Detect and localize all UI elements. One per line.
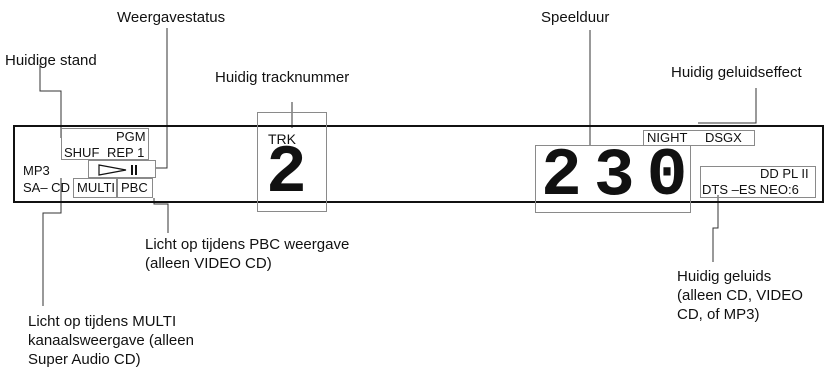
time-digit: 2 [541, 138, 594, 215]
trk-label: TRK [268, 131, 296, 147]
playback-status-box [88, 160, 156, 178]
pgm-indicator: PGM [116, 129, 146, 144]
front-panel-display [13, 125, 824, 203]
callout-current-mode: Huidige stand [5, 52, 97, 69]
pbc-indicator-box [117, 178, 153, 198]
track-number-digit: 2 [266, 135, 307, 212]
sound-effect-box [643, 130, 755, 146]
dsgx-indicator: DSGX [705, 130, 742, 145]
multi-indicator: MULTI [77, 180, 116, 195]
play-pause-icon [98, 164, 137, 176]
callout-current-sound-line-2: (alleen CD, VIDEO [677, 287, 803, 304]
time-digit: 3 [593, 138, 647, 215]
night-indicator: NIGHT [647, 130, 688, 145]
mode-indicator-box [61, 128, 149, 160]
dts-indicator: DTS –ES NEO:6 [702, 182, 799, 197]
sa-cd-indicator: SA– CD [23, 180, 70, 195]
callout-multi-line-3: Super Audio CD) [28, 351, 141, 368]
callout-current-sound-effect: Huidig geluidseffect [671, 64, 802, 81]
time-box [535, 145, 691, 213]
sound-format-box [700, 166, 816, 198]
callout-playing-time: Speelduur [541, 9, 610, 26]
dolby-pl-indicator: DD PL II [760, 166, 809, 181]
callout-current-sound-line-1: Huidig geluids [677, 268, 772, 285]
track-box [257, 112, 327, 212]
callout-multi-line-2: kanaalsweergave (alleen [28, 332, 194, 349]
multi-indicator-box [73, 178, 117, 198]
pbc-indicator: PBC [121, 180, 148, 195]
callout-pbc-line-2: (alleen VIDEO CD) [145, 255, 272, 272]
time-digits: 230 [541, 141, 699, 213]
rep1-indicator: REP 1 [107, 145, 145, 160]
mp3-indicator: MP3 [23, 163, 50, 178]
callout-playback-status: Weergavestatus [117, 9, 226, 26]
callout-multi-line-1: Licht op tijdens MULTI [28, 313, 177, 330]
callout-pbc-line-1: Licht op tijdens PBC weergave [145, 236, 350, 253]
callout-current-track-number: Huidig tracknummer [215, 69, 350, 86]
time-digit: 0 [646, 138, 700, 215]
callout-current-sound-line-3: CD, of MP3) [677, 306, 760, 323]
shuf-indicator: SHUF [64, 145, 100, 160]
